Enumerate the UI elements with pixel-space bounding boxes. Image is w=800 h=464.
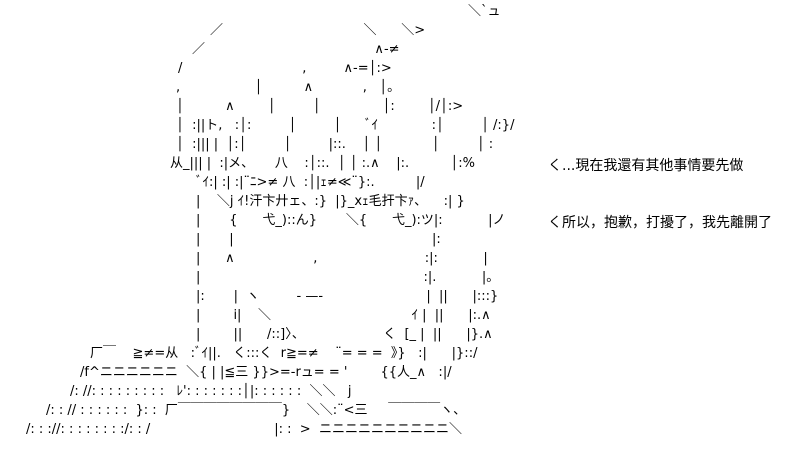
ascii-art-row: | || /::]〉、 く [_ | || |}.∧ — [196, 327, 493, 342]
ascii-art-row: / , ∧-=│:> — [178, 61, 392, 76]
ascii-art-row: /: : // : : : : : : }: : 厂￣￣￣￣￣￣￣￣} ＼＼:¨… — [46, 403, 467, 418]
ascii-art-row: │ ∧ │ │ │: │/│:> — [176, 99, 464, 114]
ascii-art-row: 从_||| | :|メ、 八 :│::. │ │ :.∧ |:. │:% — [170, 156, 480, 171]
ascii-art-row: | ∧ , :|: | — [196, 251, 488, 266]
ascii-art-row: /f^ニニニニニニ ＼{ | |≦三 }}>=-rュ= = ' {{人_∧ :|… — [80, 365, 452, 380]
ascii-art-row: |: | ヽ - —- | || |:::} — [196, 289, 499, 304]
ascii-art-row: /: //: : : : : : : : : ﾚ': : : : : : :│|… — [70, 384, 352, 399]
ascii-art-row: | { 弋_)::ん} ＼{ 弋_):ツ|: |ノ — [196, 213, 506, 228]
ascii-art-row: ＼`ュ — [468, 4, 501, 19]
ascii-art-row: │ :||| | │:│ │ |::. │ │ │ │ : — [176, 137, 494, 152]
ascii-art-row: | ＼j ｲ!汗卞廾ェ、:} |}_xｪ毛扞卞ｧ、 :| } — [196, 194, 465, 209]
dialogue-line-2: く所以，抱歉，打擾了，我先離開了 — [548, 215, 772, 231]
ascii-art-row: 厂￣ ≧≠=从 :ﾞｲ||. く:::く r≧=≠ ¨= = = 》} :| |… — [90, 346, 478, 361]
ascii-art-row: | i| ＼ ｲ | || |:.∧ — [196, 308, 491, 323]
ascii-art-row: ﾞｲ:| :| :|¨ﾆ>≠ 八 :│|ｪ≠≪¨}:. |/ — [196, 175, 425, 190]
ascii-art-row: │ :||ト, :│: │ │ ﾞｲ :│ │ /:}/ — [176, 118, 515, 133]
ascii-art-row: /: : ://: : : : : : : :/: : / |: : > ニニニ… — [26, 422, 462, 437]
ascii-art-row: , │ ∧ , │。 — [176, 80, 401, 95]
ascii-art-row: ／ ∧-≠ — [192, 42, 400, 57]
ascii-art-row: | :|. |。 — [196, 270, 500, 285]
ascii-art-row: ／ ＼ ＼> — [210, 23, 426, 38]
ascii-art-row: | | |: — [196, 232, 441, 247]
dialogue-line-1: く...現在我還有其他事情要先做 — [548, 158, 744, 174]
